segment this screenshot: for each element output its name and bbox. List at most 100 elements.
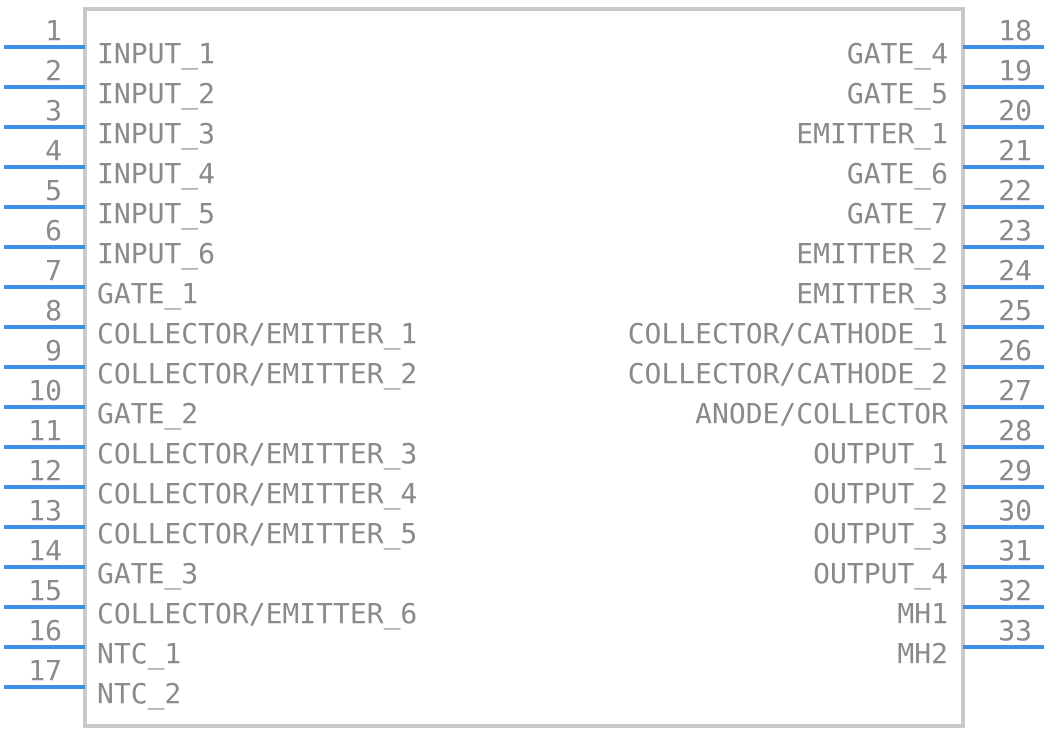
pin-number: 29 — [998, 454, 1032, 487]
pin-number: 10 — [28, 374, 62, 407]
pin-label: INPUT_6 — [97, 237, 215, 271]
pin-number: 25 — [998, 294, 1032, 327]
pin-number: 15 — [28, 574, 62, 607]
pin-label: ANODE/COLLECTOR — [695, 397, 948, 430]
pin-number: 11 — [28, 414, 62, 447]
pin-number: 31 — [998, 534, 1032, 567]
pin-number: 2 — [45, 54, 62, 87]
pin-label: COLLECTOR/CATHODE_1 — [628, 317, 948, 351]
pin-label: GATE_4 — [847, 37, 948, 71]
pin-number: 12 — [28, 454, 62, 487]
pin-label: MH2 — [897, 637, 948, 670]
pin-number: 14 — [28, 534, 62, 567]
pin-number: 32 — [998, 574, 1032, 607]
pin-label: OUTPUT_4 — [813, 557, 948, 591]
pin-label: EMITTER_3 — [796, 277, 948, 311]
pin-label: GATE_1 — [97, 277, 198, 311]
pin-number: 18 — [998, 14, 1032, 47]
pin-number: 3 — [45, 94, 62, 127]
pin-label: COLLECTOR/CATHODE_2 — [628, 357, 948, 391]
pin-number: 28 — [998, 414, 1032, 447]
pin-label: GATE_2 — [97, 397, 198, 431]
pin-number: 6 — [45, 214, 62, 247]
pin-number: 33 — [998, 614, 1032, 647]
pin-label: INPUT_1 — [97, 37, 215, 71]
pin-number: 27 — [998, 374, 1032, 407]
pin-label: NTC_1 — [97, 637, 181, 671]
right-pin-group: 18GATE_419GATE_520EMITTER_121GATE_622GAT… — [628, 14, 1044, 670]
pin-label: COLLECTOR/EMITTER_5 — [97, 517, 417, 551]
pin-label: COLLECTOR/EMITTER_3 — [97, 437, 417, 471]
pin-label: COLLECTOR/EMITTER_2 — [97, 357, 417, 391]
pin-number: 30 — [998, 494, 1032, 527]
pin-label: INPUT_2 — [97, 77, 215, 111]
pin-number: 9 — [45, 334, 62, 367]
pin-number: 17 — [28, 654, 62, 687]
pin-label: OUTPUT_3 — [813, 517, 948, 551]
pin-label: COLLECTOR/EMITTER_6 — [97, 597, 417, 631]
pin-label: NTC_2 — [97, 677, 181, 711]
pin-label: EMITTER_2 — [796, 237, 948, 271]
pin-label: MH1 — [897, 597, 948, 630]
pin-number: 8 — [45, 294, 62, 327]
pin-number: 24 — [998, 254, 1032, 287]
pin-number: 7 — [45, 254, 62, 287]
pin-label: COLLECTOR/EMITTER_4 — [97, 477, 417, 511]
pin-label: OUTPUT_2 — [813, 477, 948, 511]
pin-number: 5 — [45, 174, 62, 207]
pin-number: 26 — [998, 334, 1032, 367]
pin-number: 4 — [45, 134, 62, 167]
pin-label: GATE_6 — [847, 157, 948, 191]
pin-label: COLLECTOR/EMITTER_1 — [97, 317, 417, 351]
pin-label: OUTPUT_1 — [813, 437, 948, 471]
pin-number: 22 — [998, 174, 1032, 207]
left-pin-group: 1INPUT_12INPUT_23INPUT_34INPUT_45INPUT_5… — [4, 14, 417, 711]
pin-number: 20 — [998, 94, 1032, 127]
pin-label: EMITTER_1 — [796, 117, 948, 151]
pin-label: INPUT_4 — [97, 157, 215, 191]
pin-label: INPUT_5 — [97, 197, 215, 231]
pin-label: GATE_5 — [847, 77, 948, 111]
pin-label: GATE_3 — [97, 557, 198, 591]
pin-number: 21 — [998, 134, 1032, 167]
pin-number: 13 — [28, 494, 62, 527]
pin-label: INPUT_3 — [97, 117, 215, 151]
pin-number: 1 — [45, 14, 62, 47]
pin-label: GATE_7 — [847, 197, 948, 231]
pin-number: 16 — [28, 614, 62, 647]
